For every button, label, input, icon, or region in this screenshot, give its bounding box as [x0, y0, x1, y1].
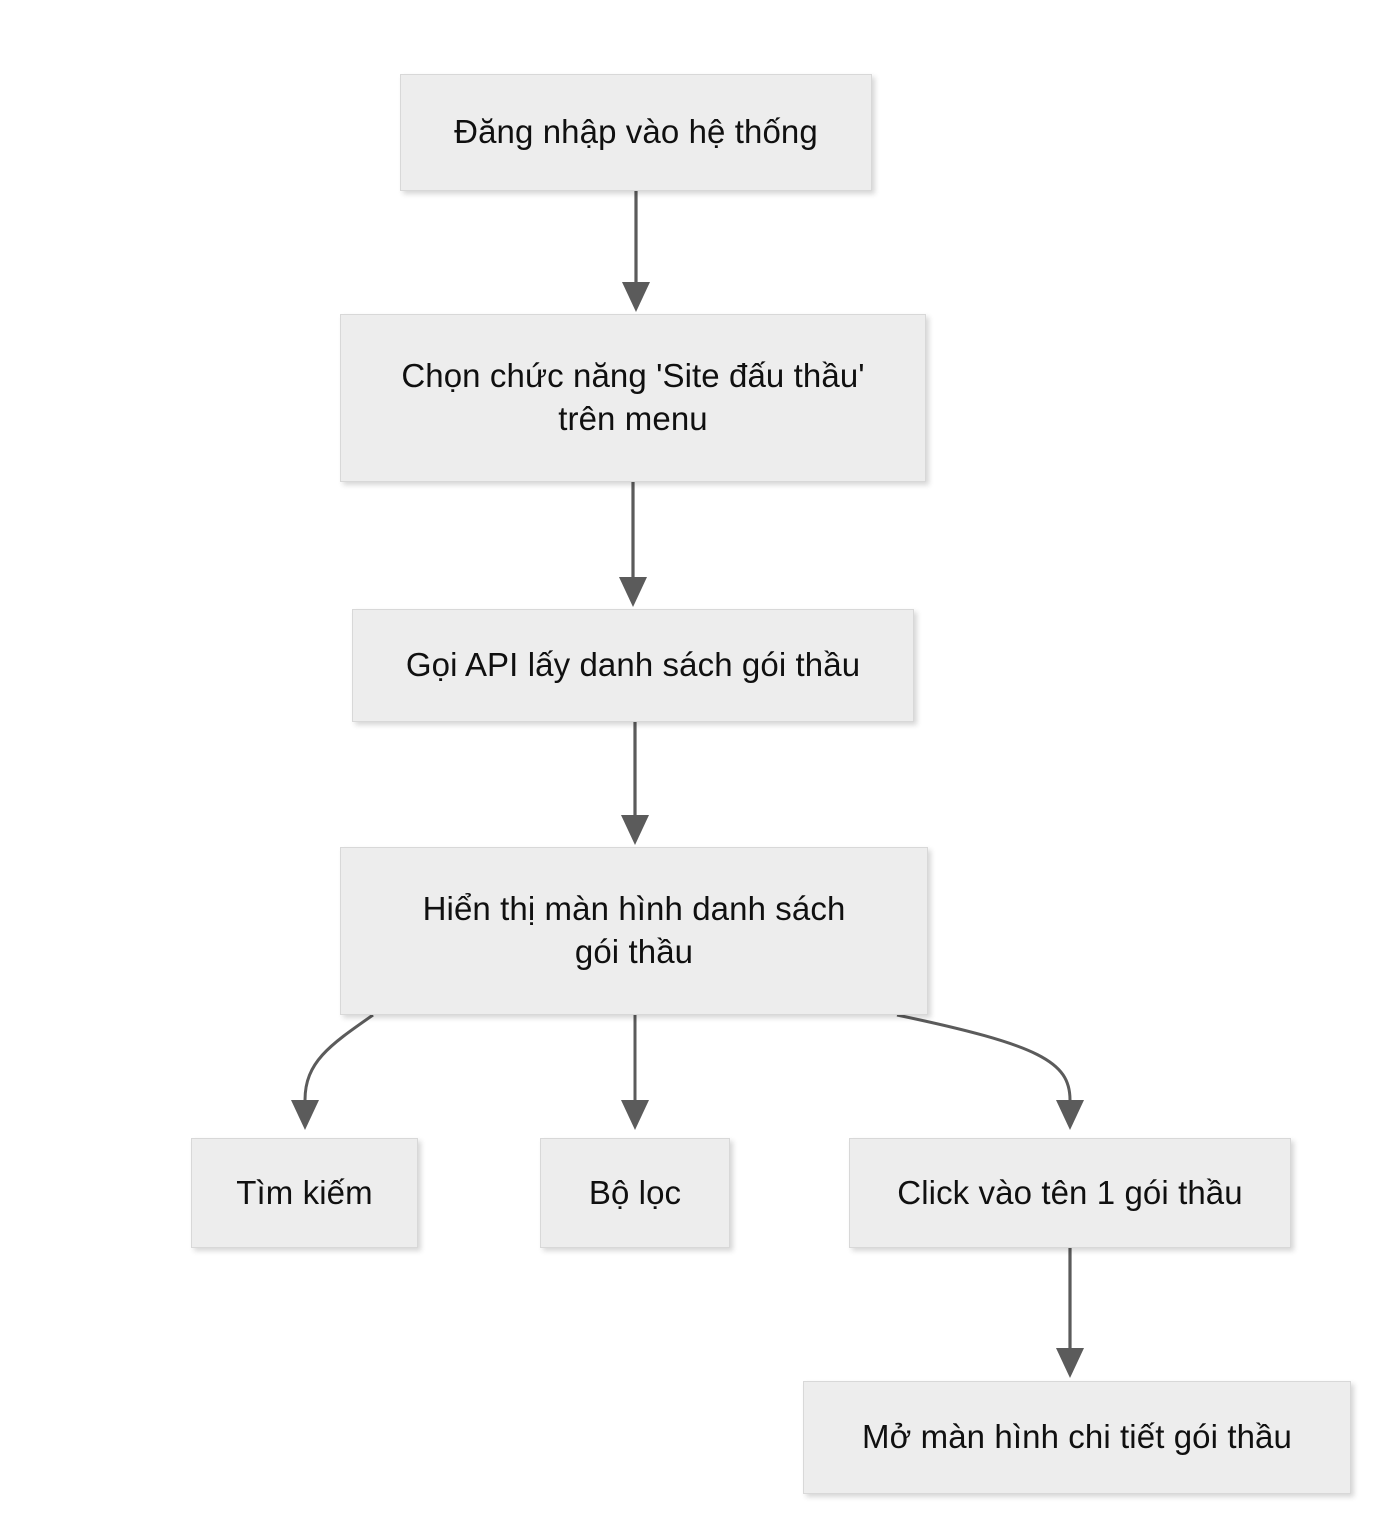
edge-login-to-choose-menu — [622, 191, 650, 312]
edge-choose-menu-to-call-api — [619, 482, 647, 607]
edge-show-list-to-filter — [621, 1015, 649, 1130]
edge-show-list-to-click-name — [896, 1013, 1084, 1130]
node-open-detail[interactable]: Mở màn hình chi tiết gói thầu — [803, 1381, 1351, 1494]
node-search[interactable]: Tìm kiếm — [191, 1138, 418, 1248]
node-call-api[interactable]: Gọi API lấy danh sách gói thầu — [352, 609, 914, 722]
node-login[interactable]: Đăng nhập vào hệ thống — [400, 74, 872, 191]
edge-call-api-to-show-list — [621, 722, 649, 845]
edge-show-list-to-search — [291, 1013, 374, 1130]
node-click-name[interactable]: Click vào tên 1 gói thầu — [849, 1138, 1291, 1248]
edge-click-name-to-open-detail — [1056, 1248, 1084, 1378]
node-show-list[interactable]: Hiển thị màn hình danh sách gói thầu — [340, 847, 928, 1015]
node-choose-menu[interactable]: Chọn chức năng 'Site đấu thầu' trên menu — [340, 314, 926, 482]
node-filter[interactable]: Bộ lọc — [540, 1138, 730, 1248]
